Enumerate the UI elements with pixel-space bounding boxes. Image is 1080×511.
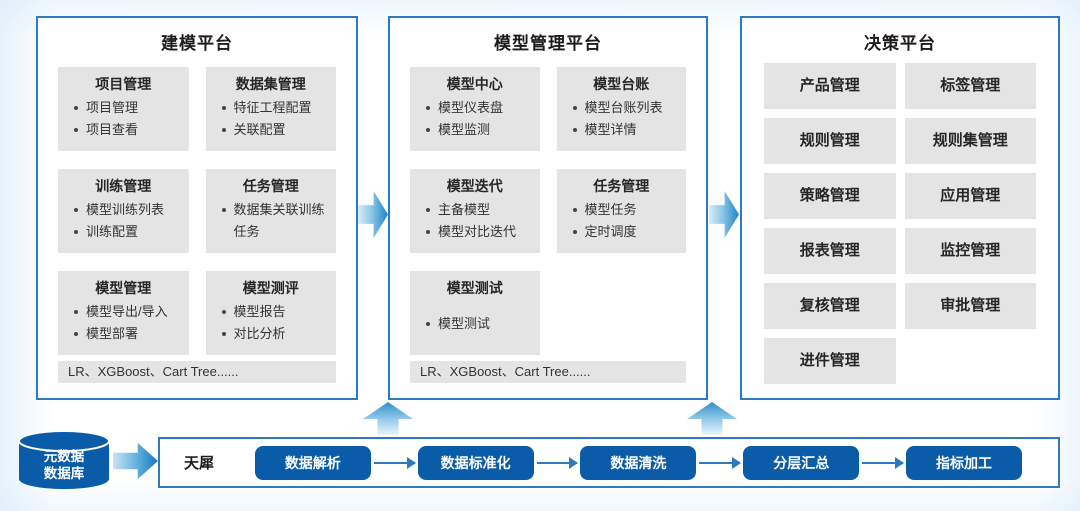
- connector-arrow-icon: [536, 456, 579, 469]
- module-product-mgmt: 产品管理: [764, 63, 896, 109]
- module-app-mgmt: 应用管理: [904, 173, 1036, 219]
- section-item: 训练配置: [72, 221, 183, 243]
- section-model-eval: 模型测评 模型报告 对比分析: [205, 271, 336, 355]
- database-cylinder-icon: [18, 430, 110, 489]
- section-item: 模型报告: [220, 301, 331, 323]
- modeling-platform-panel: 建模平台 项目管理 项目管理 项目查看 数据集管理 特征工程配置 关联配置 训练…: [36, 16, 358, 400]
- section-item: 模型训练列表: [72, 199, 183, 221]
- stage-layered-aggregation: 分层汇总: [743, 445, 860, 480]
- panel-title: 决策平台: [864, 34, 936, 53]
- section-items: 主备模型 模型对比迭代: [416, 199, 534, 243]
- section-header: 模型管理: [95, 280, 152, 296]
- sections-grid: 模型中心 模型仪表盘 模型监测 模型台账 模型台账列表 模型详情 模型迭代 主备…: [410, 67, 686, 355]
- section-item: 模型台账列表: [571, 97, 681, 119]
- flow-arrow-icon: [113, 443, 158, 479]
- section-item: 项目管理: [72, 97, 183, 119]
- section-item: 定时调度: [571, 221, 681, 243]
- section-item: 数据集关联训练任务: [220, 199, 331, 243]
- up-arrow-icon: [363, 402, 413, 435]
- section-item: 主备模型: [424, 199, 534, 221]
- panel-title: 建模平台: [161, 34, 233, 53]
- section-model-mgmt: 模型管理 模型导出/导入 模型部署: [58, 271, 189, 355]
- section-model-test: 模型测试 模型测试: [410, 271, 540, 355]
- module-monitor-mgmt: 监控管理: [904, 228, 1036, 274]
- section-header: 数据集管理: [235, 76, 306, 92]
- section-item: 模型测试: [424, 313, 534, 335]
- section-item: 关联配置: [220, 119, 331, 141]
- section-items: 模型训练列表 训练配置: [64, 199, 183, 243]
- right-arrow-icon: [709, 191, 739, 238]
- section-items: 数据集关联训练任务: [212, 199, 331, 243]
- section-item: 模型详情: [571, 119, 681, 141]
- algorithms-footer: LR、XGBoost、Cart Tree......: [410, 361, 686, 383]
- section-items: 模型报告 对比分析: [212, 301, 331, 345]
- section-dataset-mgmt: 数据集管理 特征工程配置 关联配置: [205, 67, 336, 151]
- module-review-mgmt: 复核管理: [764, 283, 896, 329]
- section-header: 训练管理: [95, 178, 152, 194]
- module-strategy-mgmt: 策略管理: [764, 173, 896, 219]
- module-approval-mgmt: 审批管理: [904, 283, 1036, 329]
- section-items: 项目管理 项目查看: [64, 97, 183, 141]
- right-arrow-icon: [358, 191, 388, 238]
- model-management-platform-panel: 模型管理平台 模型中心 模型仪表盘 模型监测 模型台账 模型台账列表 模型详情 …: [388, 16, 708, 400]
- section-items: 模型导出/导入 模型部署: [64, 301, 183, 345]
- section-model-iteration: 模型迭代 主备模型 模型对比迭代: [410, 169, 540, 253]
- modules-grid: 产品管理 标签管理 规则管理 规则集管理 策略管理 应用管理 报表管理 监控管理…: [764, 63, 1036, 384]
- section-header: 模型测试: [446, 280, 503, 296]
- section-item: 模型仪表盘: [424, 97, 534, 119]
- panel-title: 模型管理平台: [494, 34, 602, 53]
- module-rule-mgmt: 规则管理: [764, 118, 896, 164]
- connector-arrow-icon: [862, 456, 904, 469]
- section-header: 模型中心: [446, 76, 503, 92]
- section-items: 模型仪表盘 模型监测: [416, 97, 534, 141]
- section-model-ledger: 模型台账 模型台账列表 模型详情: [556, 67, 686, 151]
- section-item: 对比分析: [220, 323, 331, 345]
- section-header: 项目管理: [95, 76, 152, 92]
- section-items: 模型任务 定时调度: [563, 199, 681, 243]
- section-header: 模型测评: [242, 280, 299, 296]
- database-label-line1: 元数据: [43, 449, 85, 464]
- section-task-mgmt: 任务管理 模型任务 定时调度: [556, 169, 686, 253]
- algorithms-footer: LR、XGBoost、Cart Tree......: [58, 361, 336, 383]
- section-items: 特征工程配置 关联配置: [212, 97, 331, 141]
- section-item: 模型任务: [571, 199, 681, 221]
- section-header: 模型台账: [593, 76, 650, 92]
- section-items: 模型台账列表 模型详情: [563, 97, 681, 141]
- engine-label: 天犀: [184, 455, 215, 472]
- section-header: 模型迭代: [446, 178, 503, 194]
- section-project-mgmt: 项目管理 项目管理 项目查看: [58, 67, 189, 151]
- section-items: 模型测试: [416, 313, 534, 335]
- section-task-mgmt: 任务管理 数据集关联训练任务: [205, 169, 336, 253]
- stage-data-standardization: 数据标准化: [417, 445, 534, 480]
- up-arrow-icon: [687, 402, 737, 435]
- database-label-line2: 数据库: [43, 466, 85, 481]
- module-intake-mgmt: 进件管理: [764, 338, 896, 384]
- module-ruleset-mgmt: 规则集管理: [904, 118, 1036, 164]
- empty-grid-cell: [557, 271, 687, 355]
- module-report-mgmt: 报表管理: [764, 228, 896, 274]
- section-header: 任务管理: [242, 178, 299, 194]
- section-item: 模型对比迭代: [424, 221, 534, 243]
- stage-data-parsing: 数据解析: [254, 445, 371, 480]
- connector-arrow-icon: [373, 456, 416, 469]
- sections-grid: 项目管理 项目管理 项目查看 数据集管理 特征工程配置 关联配置 训练管理 模型…: [58, 67, 336, 355]
- stage-metric-processing: 指标加工: [906, 445, 1022, 480]
- section-model-center: 模型中心 模型仪表盘 模型监测: [410, 67, 540, 151]
- section-item: 模型导出/导入: [72, 301, 183, 323]
- section-item: 模型监测: [424, 119, 534, 141]
- connector-arrow-icon: [699, 456, 741, 469]
- metadata-database: 元数据 数据库: [18, 430, 110, 493]
- section-item: 特征工程配置: [220, 97, 331, 119]
- section-item: 模型部署: [72, 323, 183, 345]
- section-training-mgmt: 训练管理 模型训练列表 训练配置: [58, 169, 189, 253]
- module-tag-mgmt: 标签管理: [904, 63, 1036, 109]
- database-label: 元数据 数据库: [18, 448, 110, 482]
- section-item: 项目查看: [72, 119, 183, 141]
- data-pipeline: 天犀 数据解析 数据标准化 数据清洗 分层汇总 指标加工: [158, 437, 1060, 488]
- decision-platform-panel: 决策平台 产品管理 标签管理 规则管理 规则集管理 策略管理 应用管理 报表管理…: [740, 16, 1060, 400]
- stage-data-cleaning: 数据清洗: [580, 445, 697, 480]
- section-header: 任务管理: [593, 178, 650, 194]
